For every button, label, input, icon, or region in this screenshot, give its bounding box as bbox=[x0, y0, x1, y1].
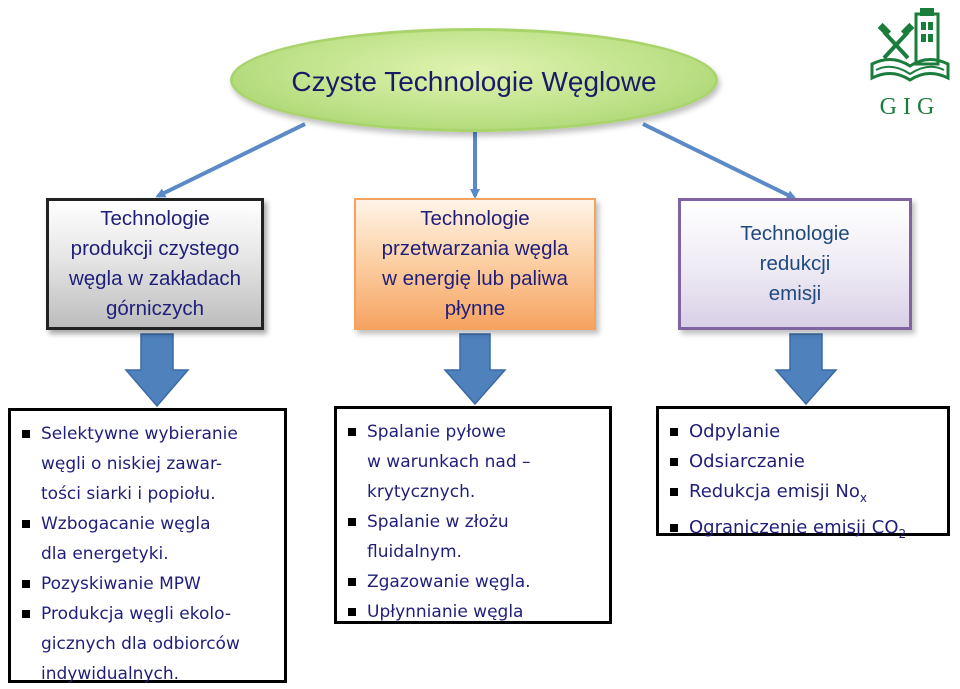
subscript: x bbox=[859, 491, 867, 505]
list-item: Produkcja węgli ekolo- gicznych dla odbi… bbox=[19, 599, 280, 689]
category-box-emissions: Technologie redukcji emisji bbox=[678, 198, 912, 330]
category-box-conversion: Technologie przetwarzania węgla w energi… bbox=[354, 198, 596, 330]
connector-line-right bbox=[642, 122, 797, 200]
list-box-conversion: Spalanie pyłowe w warunkach nad – krytyc… bbox=[334, 406, 612, 624]
list-item: Upłynnianie węgla bbox=[345, 597, 605, 627]
block-arrow-center bbox=[443, 333, 507, 406]
list-item-text: Ograniczenie emisji CO bbox=[689, 517, 899, 538]
block-arrow-right bbox=[774, 333, 838, 406]
logo-text: GIG bbox=[879, 94, 941, 120]
category-label-conversion: Technologie przetwarzania węgla w energi… bbox=[381, 207, 569, 320]
gig-logo: GIG bbox=[864, 6, 956, 124]
list-item-text: Odpylanie bbox=[689, 421, 781, 442]
list-item: Redukcja emisji Nox bbox=[667, 477, 943, 513]
list-item: Spalanie w złożu fluidalnym. bbox=[345, 507, 605, 567]
list-item: Odpylanie bbox=[667, 417, 943, 447]
list-box-emissions: Odpylanie Odsiarczanie Redukcja emisji N… bbox=[656, 406, 950, 541]
gig-emblem-icon bbox=[870, 8, 950, 82]
list-item-text: Redukcja emisji No bbox=[689, 481, 860, 502]
title-oval: Czyste Technologie Węglowe bbox=[230, 28, 718, 132]
list-box-mining: Selektywne wybieranie węgli o niskiej za… bbox=[8, 408, 287, 684]
list-item: Pozyskiwanie MPW bbox=[19, 569, 280, 599]
category-label-emissions: Technologie redukcji emisji bbox=[740, 222, 850, 305]
diagram-title: Czyste Technologie Węglowe bbox=[291, 66, 657, 97]
subscript: 2 bbox=[898, 527, 907, 541]
list-item-text: Odsiarczanie bbox=[689, 451, 805, 472]
list-item: Selektywne wybieranie węgli o niskiej za… bbox=[19, 419, 280, 509]
category-box-mining: Technologie produkcji czystego węgla w z… bbox=[46, 198, 264, 330]
list-item: Ograniczenie emisji CO2 bbox=[667, 513, 943, 549]
connector-line-left bbox=[155, 122, 306, 198]
category-label-mining: Technologie produkcji czystego węgla w z… bbox=[68, 207, 242, 320]
list-item: Zgazowanie węgla. bbox=[345, 567, 605, 597]
list-item: Wzbogacanie węgla dla energetyki. bbox=[19, 509, 280, 569]
list-item: Odsiarczanie bbox=[667, 447, 943, 477]
list-item: Spalanie pyłowe w warunkach nad – krytyc… bbox=[345, 417, 605, 507]
block-arrow-left bbox=[124, 333, 190, 408]
